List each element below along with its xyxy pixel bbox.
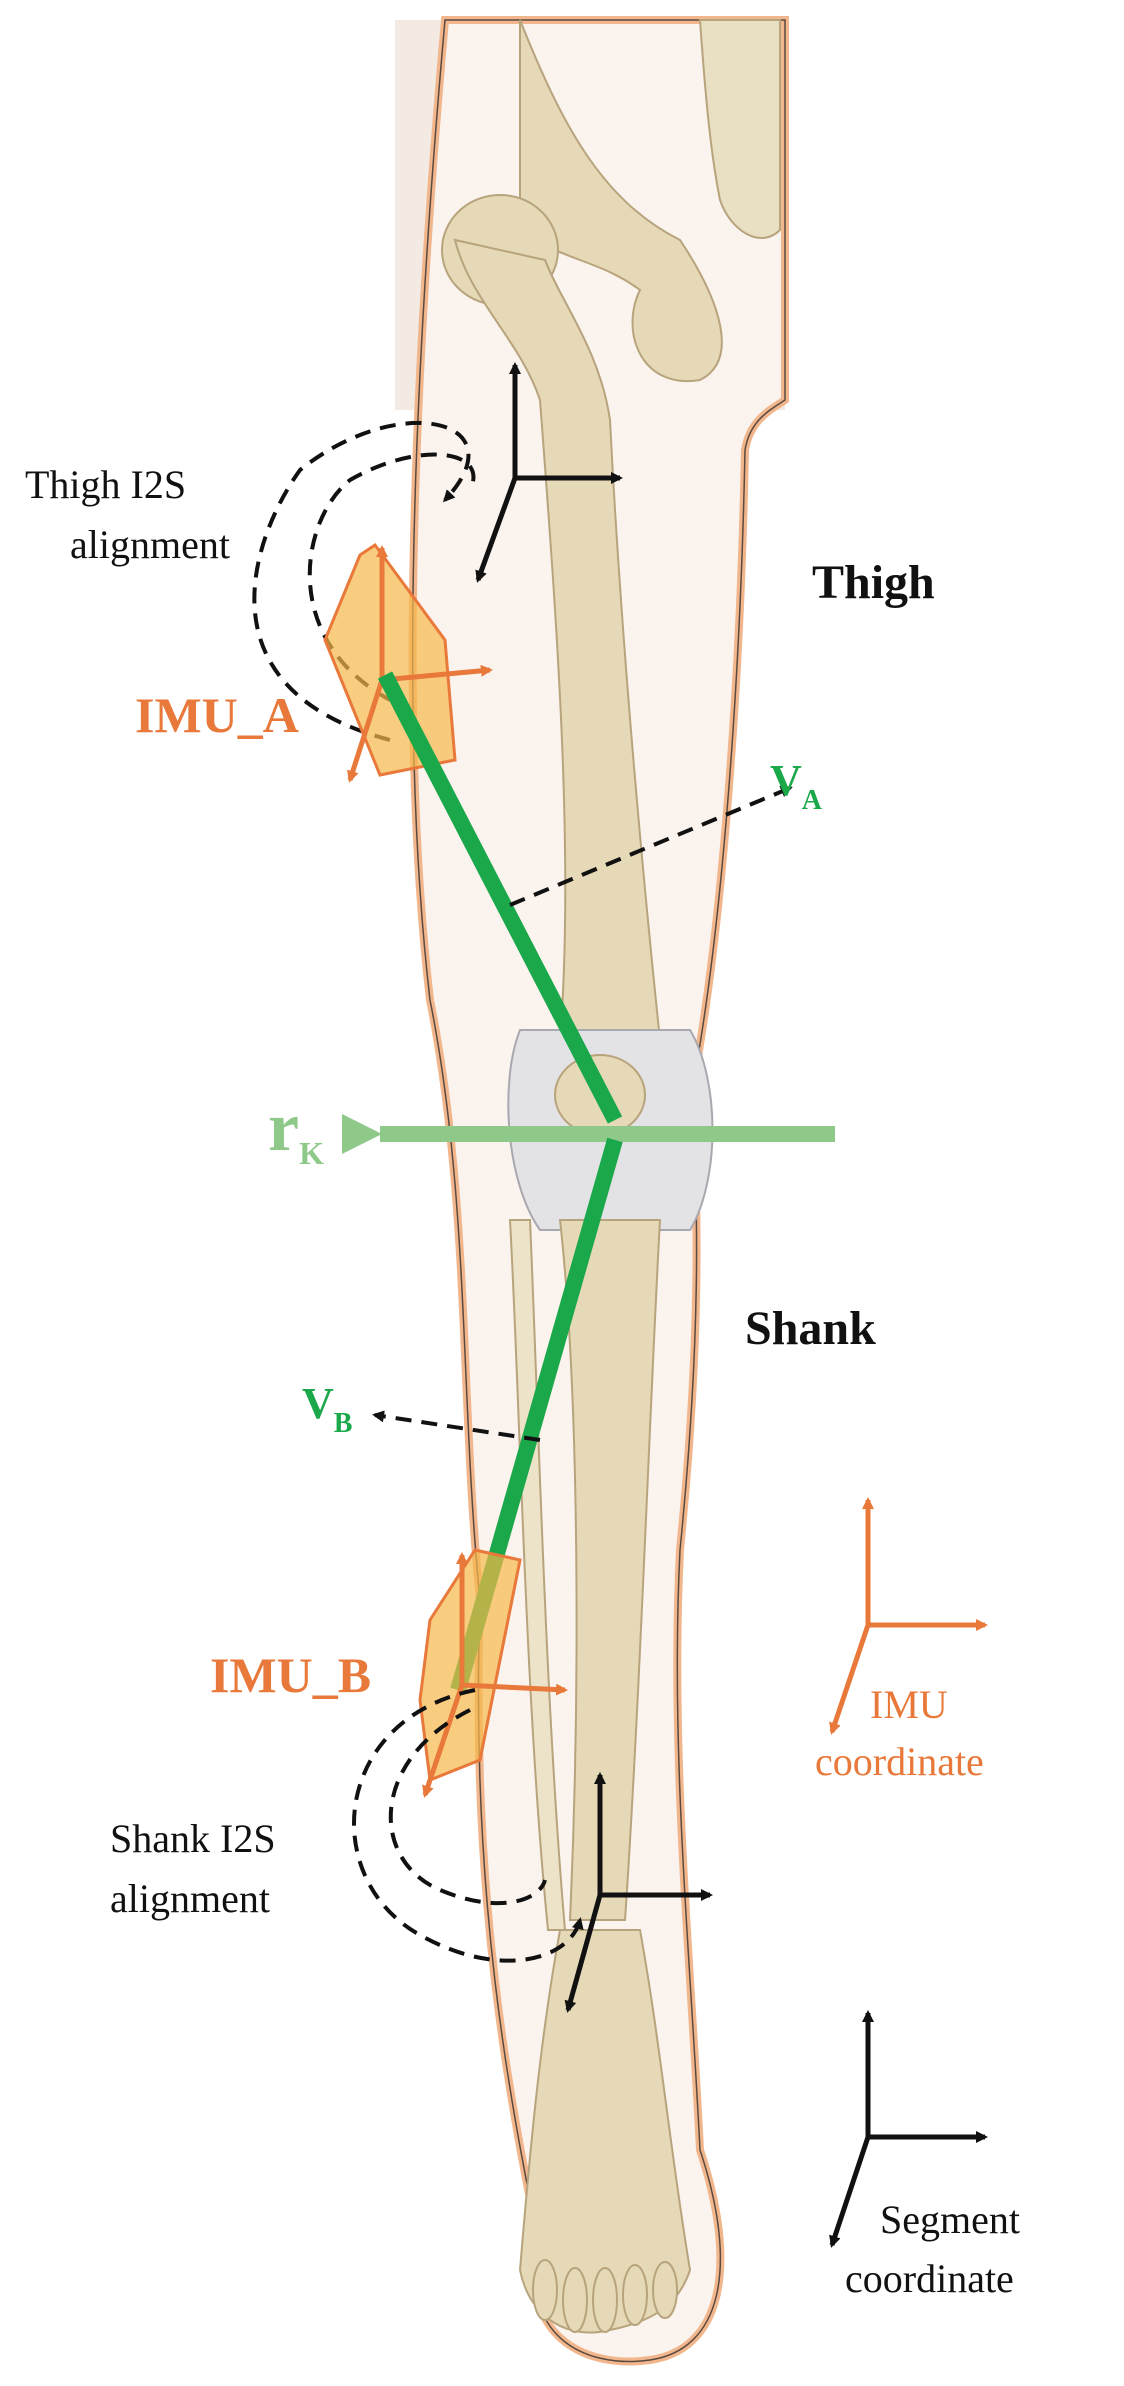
rk-label-sub: K — [299, 1135, 324, 1171]
imu-a-axes — [347, 545, 493, 783]
imu-b-axes — [422, 1552, 568, 1798]
thigh-alignment-label-line1: Thigh I2S — [25, 462, 186, 507]
thigh-label: Thigh — [812, 556, 935, 609]
va-label: VA — [770, 756, 823, 816]
tibia-bone — [558, 1219, 662, 1921]
vb-label: VB — [302, 1379, 352, 1439]
segment-coordinate-label-line1: Segment — [880, 2197, 1020, 2242]
shank-alignment-curve — [352, 1688, 584, 1963]
shank-segment-axes — [564, 1772, 713, 2013]
imu-coordinate-label-line1: IMU — [870, 1682, 948, 1727]
va-label-main: V — [770, 756, 802, 805]
imu-coordinate-label-line2: coordinate — [815, 1739, 984, 1784]
vb-label-main: V — [302, 1379, 334, 1428]
pelvis-bone — [519, 19, 723, 383]
imu-a-label: IMU_A — [135, 687, 299, 743]
thigh-segment-axes — [475, 362, 623, 583]
segment-coordinate-legend-axes — [829, 2010, 988, 2248]
rk-label-main: r — [268, 1089, 299, 1166]
imu-a-box — [323, 542, 457, 777]
imu-coordinate-legend-axes — [829, 1497, 988, 1735]
shank-label: Shank — [745, 1302, 876, 1355]
thigh-alignment-label-line2: alignment — [70, 522, 230, 567]
vb-dashed-arrow — [372, 1410, 541, 1442]
shank-alignment-curve-inner — [388, 1708, 547, 1905]
thigh-alignment-curve — [252, 420, 471, 742]
toe-bones — [532, 2259, 678, 2333]
imu-b-label: IMU_B — [210, 1647, 371, 1703]
va-label-sub: A — [802, 785, 823, 816]
shank-alignment-label-line2: alignment — [110, 1876, 270, 1921]
shank-alignment-label-line1: Shank I2S — [110, 1816, 276, 1861]
rk-label: rK — [268, 1089, 324, 1171]
segment-coordinate-label-line2: coordinate — [845, 2256, 1014, 2301]
imu-a-sensor — [323, 542, 493, 783]
anatomy-illustration — [395, 16, 789, 2366]
sacrum-bone — [698, 19, 781, 240]
leg-skin-inner — [411, 19, 786, 2363]
thigh-vector-va-line — [377, 671, 623, 1124]
vb-label-sub: B — [334, 1408, 353, 1439]
